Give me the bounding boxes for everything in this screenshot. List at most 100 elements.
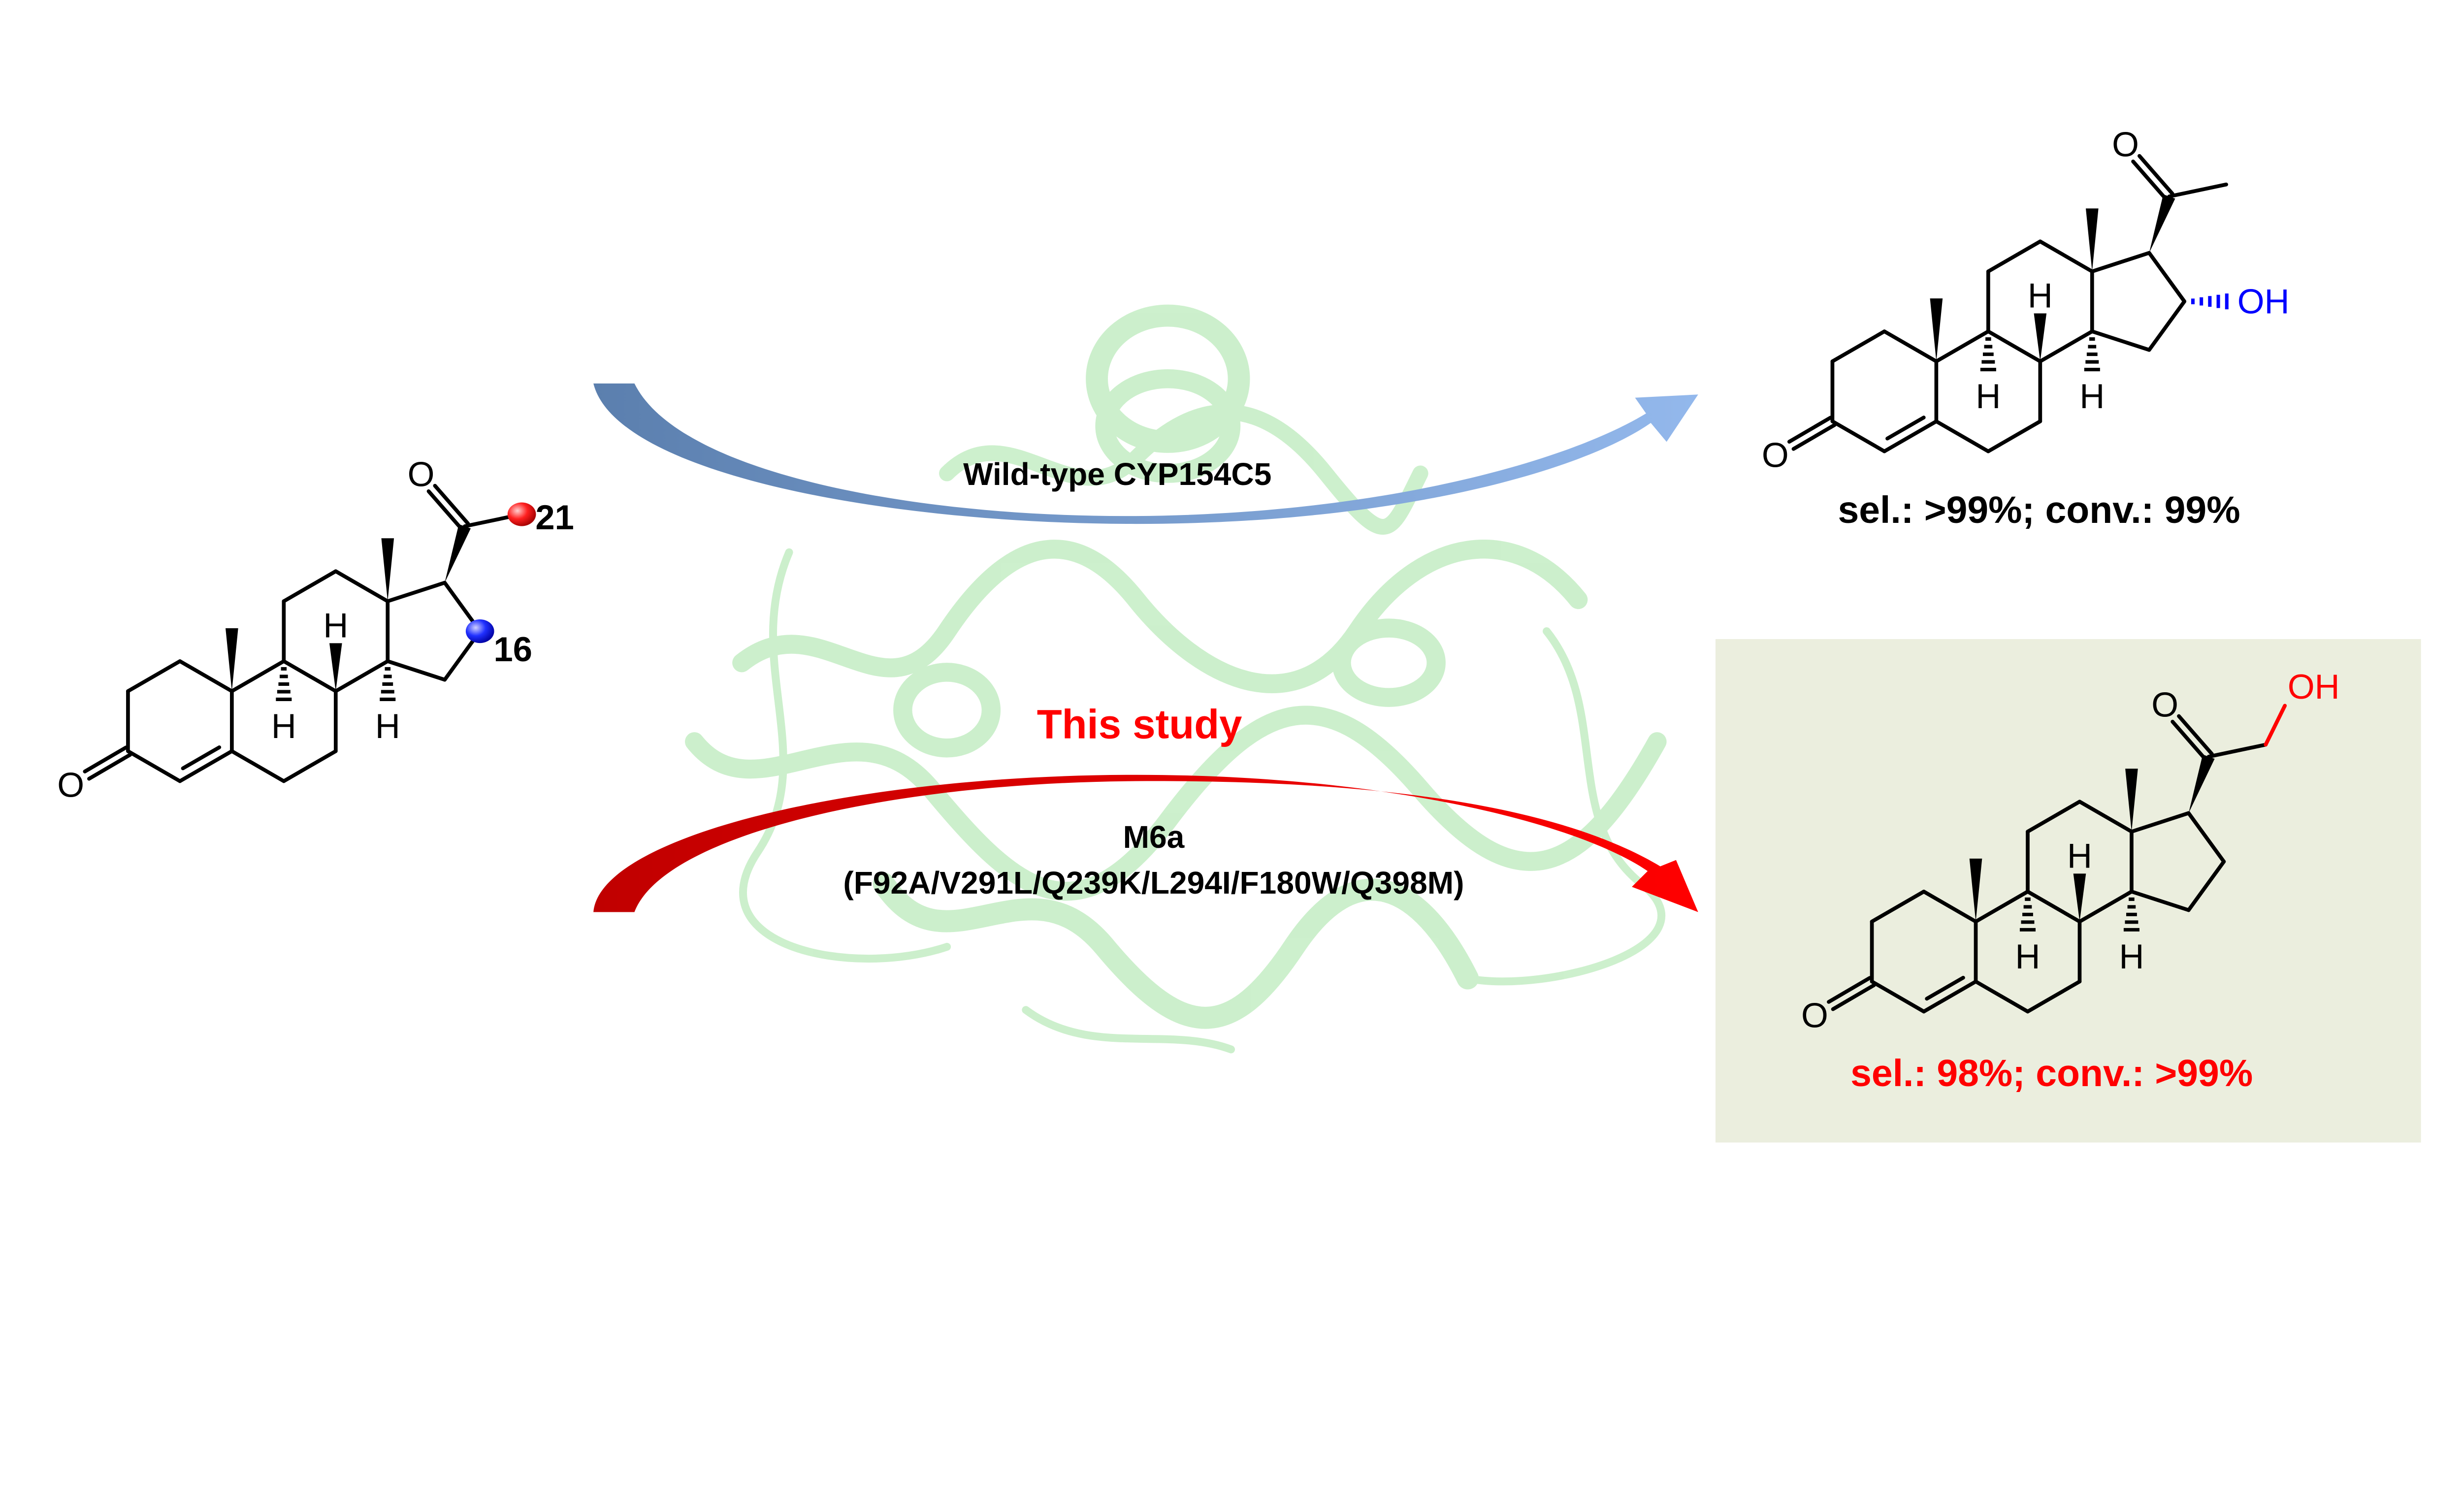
protein-strand (939, 404, 1428, 535)
hydrogen-atom-label: H (323, 606, 348, 644)
bond (282, 749, 338, 783)
hydrogen-hashed-bond (2019, 897, 2036, 932)
bond (2090, 251, 2151, 274)
oxygen-atom-label: O (408, 454, 435, 493)
bond (126, 659, 182, 693)
m6a-enzyme-label: M6a (1123, 819, 1185, 855)
bond (386, 580, 447, 603)
protein-structure-background (685, 304, 1667, 1054)
bond (178, 659, 234, 693)
hydroxyl-hashed-bond (2191, 293, 2229, 310)
16-hydroxyl-label: OH (2237, 282, 2290, 321)
methyl-wedge-bond (1930, 298, 1943, 361)
m6a-mutations-label: (F92A/V291L/Q239K/L294I/F180W/Q398M) (843, 865, 1464, 901)
carbonyl-double-bond (1827, 976, 1872, 1004)
bond (1870, 890, 1926, 924)
bond (1922, 979, 1978, 1014)
bond (178, 749, 234, 783)
carbonyl-double-bond (1791, 423, 1837, 451)
bond (1974, 979, 2030, 1014)
bond (2130, 811, 2191, 834)
protein-strand (873, 872, 1479, 1029)
hydrogen-atom-label: H (2028, 276, 2053, 315)
methyl-wedge-bond (2085, 208, 2099, 272)
bond (2026, 800, 2082, 834)
hydrogen-hashed-bond (2123, 897, 2139, 932)
reaction-scheme: Wild-type CYP154C5 This study M6a (F92A/… (57, 125, 2421, 1143)
oxygen-atom-label: O (57, 765, 84, 804)
carbonyl-double-bond (426, 489, 464, 531)
bond (1986, 329, 2042, 363)
this-study-heading: This study (1037, 702, 1242, 747)
bond (282, 569, 338, 603)
bond (2077, 800, 2134, 834)
bond (2206, 742, 2268, 759)
bond (2038, 239, 2094, 274)
bond (230, 659, 286, 693)
wild-type-selectivity-conversion: sel.: >99%; conv.: 99% (1838, 489, 2240, 531)
bond (1986, 239, 2042, 274)
bond (333, 659, 390, 693)
methyl-wedge-bond (1969, 858, 1982, 922)
protein-strand (732, 540, 1588, 693)
bond (1882, 329, 1939, 363)
c16-position-marker (465, 619, 494, 643)
side-chain-wedge-bond (2149, 194, 2175, 253)
hydrogen-atom-label: H (271, 707, 296, 745)
carbonyl-double-bond (87, 753, 132, 781)
carbonyl-double-bond (433, 483, 470, 526)
bond (1882, 419, 1939, 453)
protein-helix (1086, 304, 1250, 453)
oxygen-atom-label: O (2112, 125, 2139, 164)
hydrogen-atom-label: H (2067, 836, 2092, 875)
bond (126, 749, 182, 783)
protein-helix (1332, 618, 1446, 707)
bond (2026, 979, 2082, 1014)
oxygen-atom-label: O (1762, 435, 1789, 474)
bond (1934, 419, 1990, 453)
carbonyl-double-bond (2177, 714, 2214, 756)
bond (2186, 811, 2226, 864)
hydrogen-atom-label: H (1976, 377, 2001, 416)
protein-loop (1463, 627, 1666, 986)
bond (2130, 890, 2191, 912)
hydrogen-hashed-bond (276, 667, 292, 701)
bond (282, 659, 338, 693)
bond (1934, 329, 1990, 363)
bond (1830, 419, 1886, 453)
hydrogen-hashed-bond (2084, 337, 2100, 372)
hydrogen-wedge-bond (2073, 873, 2086, 922)
hydrogen-atom-label: H (2079, 377, 2105, 416)
double-bond-inner-line (1885, 416, 1926, 441)
bond (2186, 860, 2226, 912)
double-bond-inner-line (181, 745, 222, 771)
position-21-label: 21 (535, 498, 574, 537)
methyl-wedge-bond (381, 538, 394, 602)
double-bond-inner-line (1925, 975, 1965, 1001)
carbonyl-double-bond (83, 745, 128, 773)
21-hydroxyl-label: OH (2288, 667, 2340, 706)
bond (2038, 329, 2094, 363)
bond (2090, 329, 2151, 352)
protein-helix (1095, 369, 1241, 483)
hydrogen-wedge-bond (2034, 313, 2047, 361)
methyl-wedge-bond (226, 628, 238, 691)
bond (333, 569, 390, 603)
bond (2147, 299, 2187, 352)
hydrogen-atom-label: H (2119, 937, 2144, 976)
carbonyl-double-bond (2131, 160, 2168, 201)
carbonyl-double-bond (1831, 983, 1876, 1011)
methyl-wedge-bond (2125, 769, 2138, 832)
protein-loop (1022, 1006, 1235, 1054)
hydrogen-atom-label: H (2015, 937, 2041, 976)
carbonyl-double-bond (2170, 719, 2207, 762)
position-16-label: 16 (494, 630, 532, 669)
protein-loop (739, 548, 951, 963)
hydrogen-hashed-bond (380, 667, 396, 701)
this-study-product-highlight-box (1715, 639, 2421, 1143)
hydroxyl-bond (2264, 704, 2287, 747)
carbonyl-double-bond (2138, 154, 2174, 196)
